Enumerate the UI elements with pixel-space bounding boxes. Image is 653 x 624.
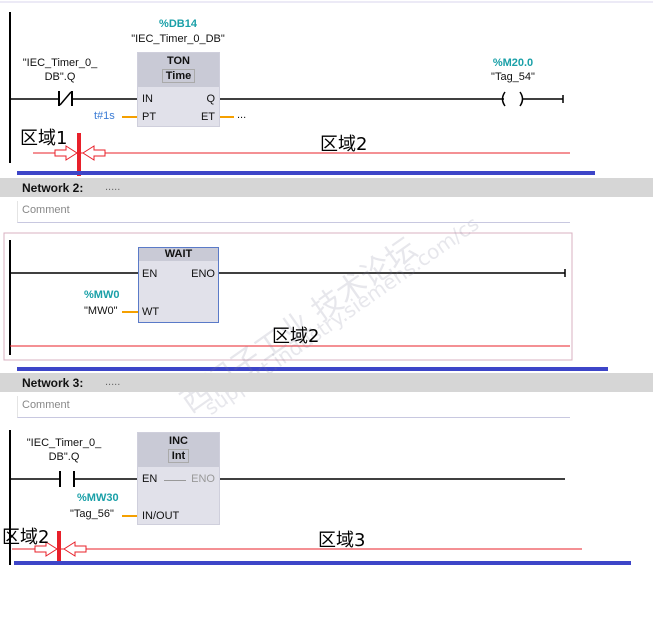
ton-block[interactable]: TON Time IN Q PT ET [137, 52, 220, 127]
network-3-header[interactable]: Network 3: ..... [0, 373, 653, 392]
pin-q: Q [206, 93, 215, 105]
network-3-comment[interactable]: Comment [17, 396, 570, 418]
no-contact-icon [59, 471, 75, 487]
coil-tag: "Tag_54" [491, 71, 535, 83]
inout-address: %MW30 [77, 492, 119, 504]
pt-value[interactable]: t#1s [94, 110, 115, 122]
pin-in: IN [142, 93, 153, 105]
block-name: TON [166, 55, 191, 67]
wait-block[interactable]: WAIT EN ENO WT [138, 247, 219, 323]
pin-inout: IN/OUT [142, 510, 180, 522]
nc-contact-icon [58, 91, 73, 106]
pin-eno: ENO [191, 268, 215, 280]
pin-pt: PT [142, 111, 157, 123]
instance-db-address: %DB14 [159, 18, 197, 30]
annotation-area-3: 区域3 [318, 530, 366, 551]
et-value[interactable]: ... [237, 109, 247, 121]
inout-tag[interactable]: "Tag_56" [70, 508, 114, 520]
block-name: WAIT [164, 248, 193, 260]
contact-tag-member: DB".Q [44, 71, 76, 83]
network-2-header[interactable]: Network 2: ..... [0, 178, 653, 197]
contact-tag: "IEC_Timer_0_ [22, 57, 98, 69]
contact-tag: "IEC_Timer_0_ [26, 437, 102, 449]
pin-wt: WT [142, 306, 160, 318]
network-2-comment[interactable]: Comment [17, 201, 570, 223]
annotation-area-1: 区域1 [20, 128, 68, 149]
instance-db-name: "IEC_Timer_0_DB" [131, 33, 225, 45]
contact-tag-member: DB".Q [48, 451, 80, 463]
wt-address: %MW0 [84, 289, 120, 301]
pin-eno: ENO [191, 473, 215, 485]
pin-et: ET [200, 111, 215, 123]
wt-tag[interactable]: "MW0" [84, 305, 118, 317]
annotation-area-2: 区域2 [320, 134, 368, 155]
block-type-selector[interactable]: Int [167, 449, 190, 463]
inc-block[interactable]: INC Int EN ENO IN/OUT [137, 432, 220, 525]
annotation-area-2: 区域2 [272, 326, 320, 347]
coil-address: %M20.0 [492, 57, 534, 69]
pin-en: EN [142, 268, 158, 280]
block-type-selector[interactable]: Time [161, 69, 196, 83]
pin-en: EN [142, 473, 158, 485]
annotation-area-2: 区域2 [2, 527, 50, 548]
network-title-placeholder[interactable]: ..... [105, 181, 121, 193]
network-title: Network 2: [22, 181, 84, 195]
network-title-placeholder[interactable]: ..... [105, 376, 121, 388]
block-name: INC [169, 435, 188, 447]
network-title: Network 3: [22, 376, 84, 390]
coil-icon [501, 91, 524, 107]
